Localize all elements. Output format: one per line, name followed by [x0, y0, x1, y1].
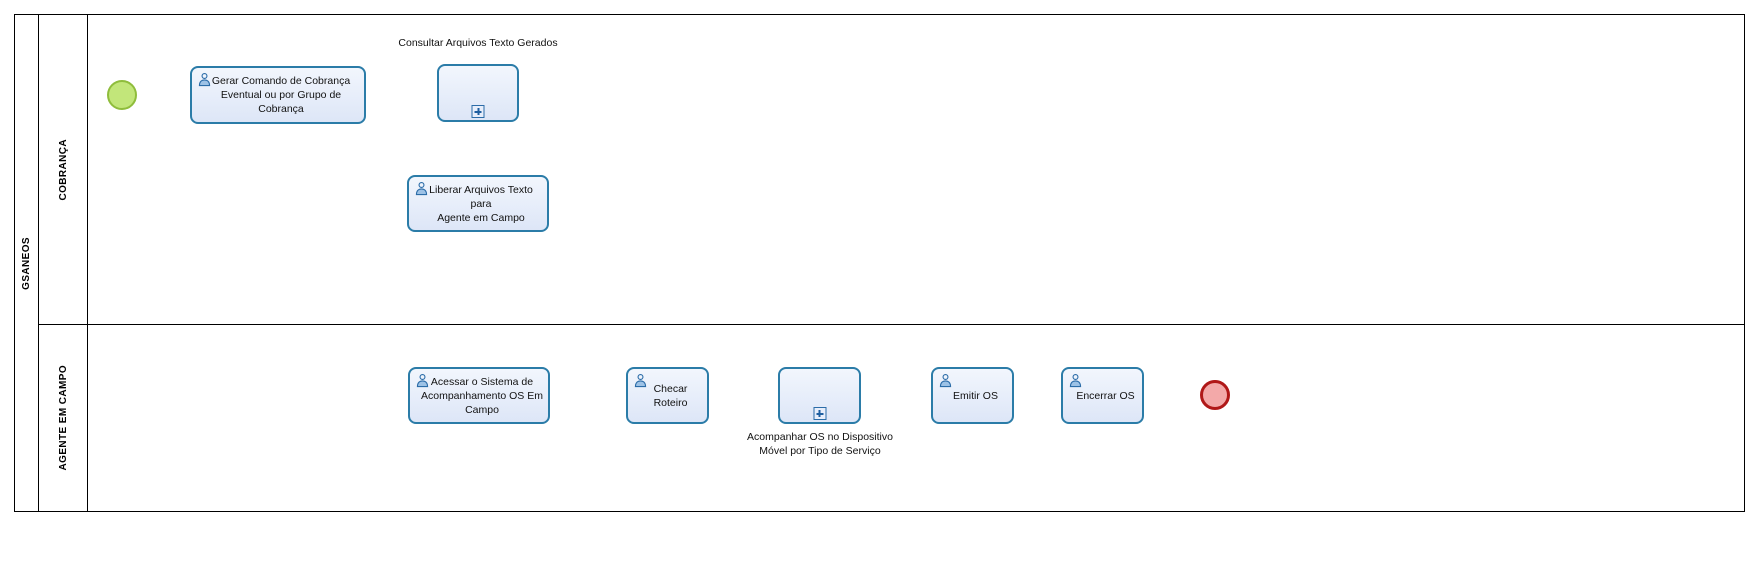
end-event[interactable] — [1200, 380, 1230, 410]
user-task-icon — [634, 374, 647, 388]
caption-acompanhar-os-dispositivo-movel: Acompanhar OS no Dispositivo Móvel por T… — [747, 431, 893, 457]
lane-agente-em-campo: AGENTE EM CAMPO — [39, 325, 1744, 511]
task-liberar-arquivos-texto[interactable]: Liberar Arquivos Texto para Agente em Ca… — [407, 175, 549, 232]
lane-label-agente-text: AGENTE EM CAMPO — [57, 365, 69, 471]
subprocess-acompanhar-os-dispositivo-movel[interactable] — [778, 367, 861, 424]
user-task-icon — [415, 182, 428, 196]
task-label: Checar Roteiro — [653, 382, 688, 409]
lane-cobranca: COBRANÇA — [39, 15, 1744, 325]
lane-label-cobranca: COBRANÇA — [39, 15, 88, 324]
lane-label-cobranca-text: COBRANÇA — [57, 138, 69, 201]
pool-label-text: GSANEOS — [21, 236, 32, 290]
task-gerar-comando-de-cobranca[interactable]: Gerar Comando de Cobrança Eventual ou po… — [190, 66, 366, 124]
pool-label: GSANEOS — [15, 15, 39, 511]
task-label: Acessar o Sistema de Acompanhamento OS E… — [421, 375, 543, 416]
user-task-icon — [416, 374, 429, 388]
subprocess-consultar-arquivos-texto-gerados[interactable] — [437, 64, 519, 122]
start-event[interactable] — [107, 80, 137, 110]
lane-label-agente-em-campo: AGENTE EM CAMPO — [39, 325, 88, 511]
user-task-icon — [939, 374, 952, 388]
user-task-icon — [1069, 374, 1082, 388]
subprocess-plus-icon[interactable] — [813, 407, 826, 420]
task-label: Gerar Comando de Cobrança Eventual ou po… — [211, 75, 351, 115]
user-task-icon — [198, 73, 211, 87]
task-encerrar-os[interactable]: Encerrar OS — [1061, 367, 1144, 424]
caption-consultar-arquivos-texto-gerados: Consultar Arquivos Texto Gerados — [398, 37, 558, 49]
task-label: Emitir OS — [953, 389, 998, 402]
subprocess-plus-icon[interactable] — [471, 105, 485, 118]
task-label: Liberar Arquivos Texto para Agente em Ca… — [429, 183, 533, 224]
task-acessar-sistema-acompanhamento[interactable]: Acessar o Sistema de Acompanhamento OS E… — [408, 367, 550, 424]
task-label: Encerrar OS — [1076, 389, 1135, 402]
task-checar-roteiro[interactable]: Checar Roteiro — [626, 367, 709, 424]
task-emitir-os[interactable]: Emitir OS — [931, 367, 1014, 424]
